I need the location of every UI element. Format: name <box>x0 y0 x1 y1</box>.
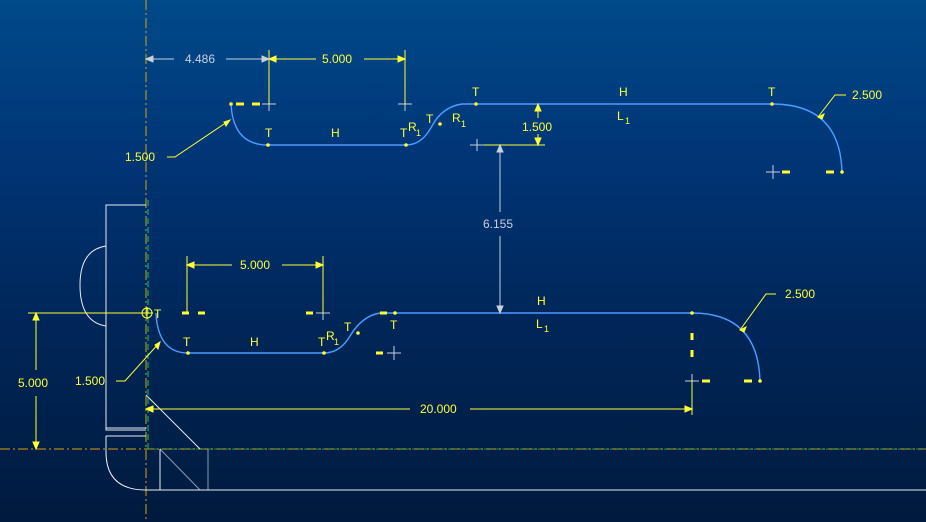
dim-upper-start-radius-value[interactable]: 1.500 <box>125 150 155 164</box>
dim-upper-length-value[interactable]: 5.000 <box>322 52 352 66</box>
dim-upper-end-radius-value[interactable]: 2.500 <box>852 88 882 102</box>
dim-vertical-gap[interactable] <box>496 143 504 315</box>
dim-lower-start-radius-value[interactable]: 1.500 <box>75 374 105 388</box>
dim-upper-step[interactable] <box>484 102 545 147</box>
constraint-tangent[interactable]: T <box>426 112 434 126</box>
dim-lower-height-value[interactable]: 5.000 <box>18 376 48 390</box>
constraint-length-index: 1 <box>625 116 630 126</box>
constraint-tangent[interactable]: T <box>344 320 352 334</box>
constraint-tangent[interactable]: T <box>183 335 191 349</box>
dim-overall-length[interactable] <box>144 380 694 415</box>
dim-upper-end-radius[interactable] <box>816 94 846 120</box>
constraint-tangent[interactable]: T <box>400 126 408 140</box>
dim-lower-end-radius-value[interactable]: 2.500 <box>785 287 815 301</box>
dim-upper-start-radius[interactable] <box>167 119 232 158</box>
constraint-horizontal[interactable]: H <box>537 294 546 308</box>
constraint-tangent[interactable]: T <box>390 318 398 332</box>
constraint-radius-index: 1 <box>461 119 466 129</box>
constraint-tangent[interactable]: T <box>265 126 273 140</box>
constraint-dashes <box>182 102 834 383</box>
dim-overall-length-value[interactable]: 20.000 <box>420 402 457 416</box>
constraint-radius-index: 1 <box>416 128 421 138</box>
constraint-tangent[interactable]: T <box>768 85 776 99</box>
constraint-horizontal[interactable]: H <box>331 126 340 140</box>
upper-profile[interactable] <box>230 103 843 173</box>
upper-vertices <box>229 102 844 174</box>
constraint-tangent[interactable]: T <box>318 335 326 349</box>
constraint-radius[interactable]: R <box>408 120 417 134</box>
constraint-radius[interactable]: R <box>452 111 461 125</box>
dim-lower-length[interactable] <box>185 256 325 313</box>
lower-vertices <box>186 311 762 383</box>
center-markers <box>262 97 780 388</box>
dim-upper-offset-value[interactable]: 4.486 <box>185 52 215 66</box>
constraint-length[interactable]: L <box>536 317 543 331</box>
constraint-horizontal[interactable]: H <box>619 85 628 99</box>
dim-lower-height[interactable] <box>28 311 143 451</box>
constraint-radius-index: 1 <box>334 337 339 347</box>
dim-upper-step-value[interactable]: 1.500 <box>522 120 552 134</box>
dim-upper-offset[interactable] <box>144 55 271 63</box>
constraint-tangent[interactable]: T <box>154 307 162 321</box>
dim-vertical-gap-value[interactable]: 6.155 <box>483 217 513 231</box>
reference-body <box>79 204 926 491</box>
dim-lower-length-value[interactable]: 5.000 <box>240 258 270 272</box>
dim-lower-end-radius[interactable] <box>738 293 776 333</box>
constraint-horizontal[interactable]: H <box>250 335 259 349</box>
dim-lower-start-radius[interactable] <box>116 340 161 382</box>
constraint-length[interactable]: L <box>617 109 624 123</box>
constraint-radius[interactable]: R <box>326 329 335 343</box>
lower-profile[interactable] <box>155 312 761 382</box>
constraint-length-index: 1 <box>544 324 549 334</box>
constraint-tangent[interactable]: T <box>472 85 480 99</box>
